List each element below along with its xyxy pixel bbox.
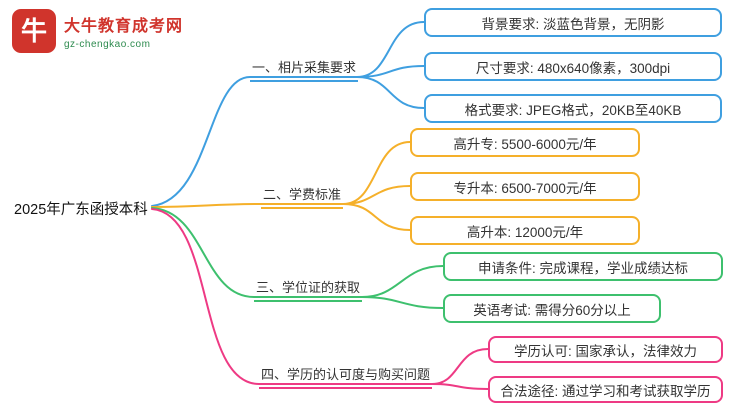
leaf-fee-gaoshengzhuan: 高升专: 5500-6000元/年 (410, 128, 640, 157)
branch-recognition-purchase: 四、学历的认可度与购买问题 (259, 364, 433, 389)
leaf-format-requirement: 格式要求: JPEG格式，20KB至40KB (424, 94, 722, 123)
leaf-background-requirement: 背景要求: 淡蓝色背景，无阴影 (424, 8, 722, 37)
logo-text: 大牛教育成考网 gz-chengkao.com (64, 12, 183, 50)
branch-photo-requirements: 一、相片采集要求 (250, 57, 359, 82)
leaf-legal-path: 合法途径: 通过学习和考试获取学历 (488, 376, 723, 403)
leaf-application-conditions: 申请条件: 完成课程，学业成绩达标 (443, 252, 723, 281)
branch-1-connectors (151, 21, 425, 207)
leaf-fee-gaoshengben: 高升本: 12000元/年 (410, 216, 640, 245)
logo-icon: 牛 (12, 9, 56, 53)
leaf-fee-zhuanshengben: 专升本: 6500-7000元/年 (410, 172, 640, 201)
logo-subtitle: gz-chengkao.com (64, 39, 151, 50)
logo: 牛 大牛教育成考网 gz-chengkao.com (12, 9, 183, 53)
leaf-state-recognition: 学历认可: 国家承认，法律效力 (488, 336, 723, 363)
branch-degree-certificate: 三、学位证的获取 (254, 277, 363, 302)
branch-tuition-standard: 二、学费标准 (261, 184, 344, 209)
root-node: 2025年广东函授本科 (14, 202, 148, 218)
leaf-size-requirement: 尺寸要求: 480x640像素，300dpi (424, 52, 722, 81)
leaf-english-exam: 英语考试: 需得分60分以上 (443, 294, 661, 323)
logo-title: 大牛教育成考网 (64, 18, 184, 35)
